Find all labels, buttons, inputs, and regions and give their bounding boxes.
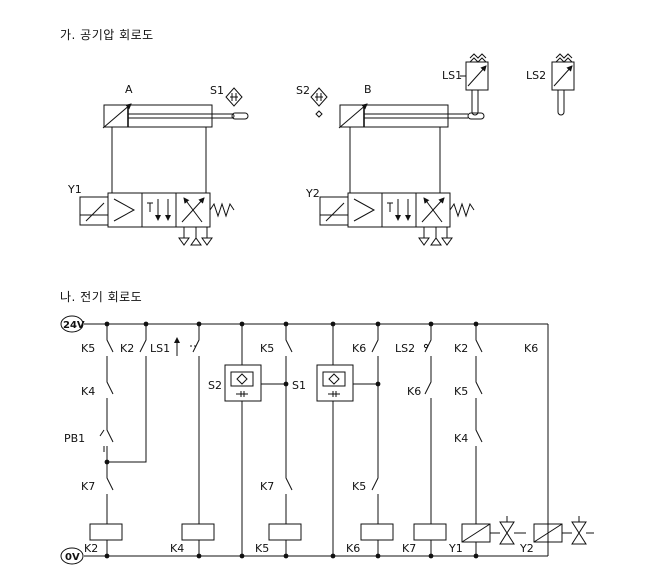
rung-1 (89, 324, 123, 556)
contact-k5-3: K5 (352, 480, 366, 493)
contact-k5-1: K5 (81, 342, 95, 355)
limit-switch-ls1-icon (460, 53, 489, 116)
rail-0v-badge (60, 547, 84, 565)
sensor-s1-label: S1 (210, 84, 224, 97)
coil-k2-label: K2 (84, 542, 98, 555)
contact-k4-2: K4 (454, 432, 468, 445)
limit-switch-ls2-icon (551, 53, 575, 116)
contact-k5-2: K5 (260, 342, 274, 355)
contact-k4-1: K4 (81, 385, 95, 398)
sensor-s2-contact-label: S2 (208, 379, 222, 392)
cylinder-b (338, 103, 485, 193)
contact-ls1: LS1 (150, 342, 170, 355)
coil-k7-label: K7 (402, 542, 416, 555)
cylinder-a (102, 103, 249, 193)
sensor-s1-icon (225, 87, 243, 107)
rail-24v-label: 24V (63, 320, 85, 331)
coil-k6-label: K6 (346, 542, 360, 555)
solenoid-y1-label: Y1 (67, 183, 82, 196)
contact-k7-1: K7 (81, 480, 95, 493)
sensor-s1-contact-label: S1 (292, 379, 306, 392)
rung-9 (461, 324, 526, 556)
contact-pb1: PB1 (64, 432, 85, 445)
contact-k2-2: K2 (454, 342, 468, 355)
sensor-s2-icon (310, 87, 328, 118)
rung-2 (107, 324, 147, 463)
sensor-s2-box (224, 324, 286, 556)
cylinder-a-label: A (125, 83, 133, 96)
sensor-s1-box (316, 324, 378, 556)
contact-k6-1: K6 (352, 342, 366, 355)
coil-k5-label: K5 (255, 542, 269, 555)
valve-y2 (319, 192, 475, 246)
rung-7 (360, 324, 394, 556)
junction-dots (104, 321, 479, 559)
solenoid-y2-label: Y2 (305, 187, 320, 200)
coil-y2-label: Y2 (519, 542, 534, 555)
contact-ls2: LS2 (395, 342, 415, 355)
contact-k2-1: K2 (120, 342, 134, 355)
contact-k5-4: K5 (454, 385, 468, 398)
rail-0v-label: 0V (65, 552, 80, 563)
rung-3 (174, 324, 215, 556)
limit-ls2-label: LS2 (526, 69, 546, 82)
valve-y1 (79, 192, 235, 246)
coil-k4-label: K4 (170, 542, 184, 555)
contact-k6-2: K6 (407, 385, 421, 398)
electric-circuit-heading: 나. 전기 회로도 (60, 290, 143, 304)
contact-k7-2: K7 (260, 480, 274, 493)
contact-k6-3: K6 (524, 342, 538, 355)
pneumatic-circuit-heading: 가. 공기압 회로도 (60, 28, 154, 42)
rung-10 (533, 516, 594, 545)
rung-5 (268, 324, 302, 556)
coil-y1-label: Y1 (448, 542, 463, 555)
cylinder-b-label: B (364, 83, 372, 96)
rail-24v-badge (60, 315, 84, 333)
sensor-s2-label: S2 (296, 84, 310, 97)
limit-ls1-label: LS1 (442, 69, 462, 82)
rung-8 (413, 324, 447, 556)
